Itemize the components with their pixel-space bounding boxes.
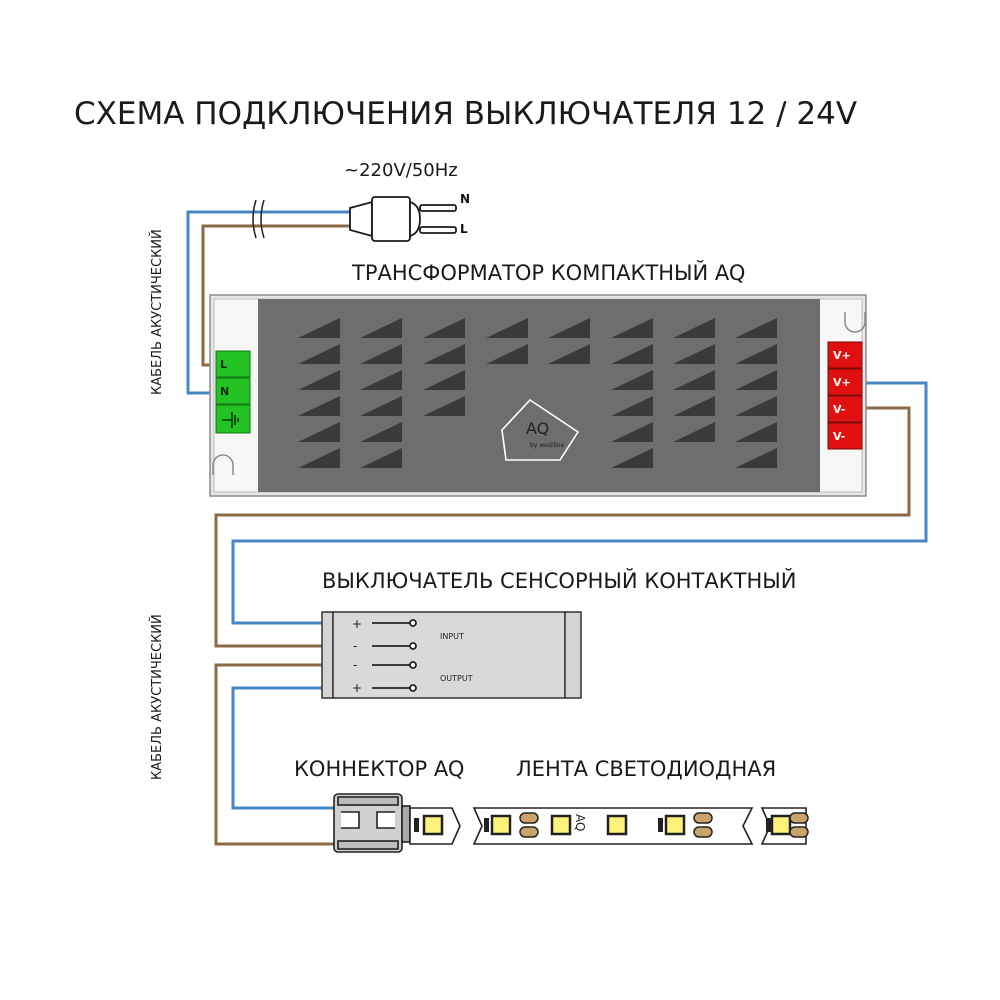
solder-pad bbox=[658, 818, 663, 832]
vent-slot bbox=[735, 422, 777, 442]
mount-notch-left bbox=[212, 454, 234, 475]
vent-slot bbox=[735, 318, 777, 338]
output-terminal-block bbox=[827, 341, 863, 450]
vent-slot bbox=[360, 344, 402, 364]
power-plug bbox=[349, 196, 457, 242]
vent-slot bbox=[735, 396, 777, 416]
vent-slot bbox=[611, 422, 653, 442]
vent-slot bbox=[611, 344, 653, 364]
vent-slot bbox=[673, 370, 715, 390]
resistor bbox=[519, 812, 539, 824]
vent-slot bbox=[423, 396, 465, 416]
vent-slot bbox=[735, 370, 777, 390]
switch-title: ВЫКЛЮЧАТЕЛЬ СЕНСОРНЫЙ КОНТАКТНЫЙ bbox=[322, 568, 797, 593]
solder-pad bbox=[766, 818, 771, 832]
transformer-body bbox=[258, 299, 820, 492]
vent-slot bbox=[611, 396, 653, 416]
touch-switch bbox=[321, 611, 582, 699]
led-chip bbox=[606, 814, 628, 836]
terminal-vminus-2: V- bbox=[833, 430, 845, 443]
resistor bbox=[693, 812, 713, 824]
solder-pad bbox=[414, 818, 419, 832]
resistor bbox=[693, 826, 713, 838]
vent-slot bbox=[548, 318, 590, 338]
vent-slot bbox=[298, 370, 340, 390]
led-chip bbox=[550, 814, 572, 836]
terminal-vminus-1: V- bbox=[833, 403, 845, 416]
wire-mains-n bbox=[186, 210, 352, 395]
led-chip bbox=[422, 814, 444, 836]
vent-slot bbox=[673, 344, 715, 364]
resistor bbox=[789, 812, 809, 824]
terminal-vplus-2: V+ bbox=[833, 376, 851, 389]
vent-slot bbox=[735, 344, 777, 364]
terminal-n: N bbox=[220, 385, 229, 398]
led-chip bbox=[770, 814, 792, 836]
plug-pin-l-label: L bbox=[460, 222, 468, 236]
switch-input-label: INPUT bbox=[440, 632, 464, 641]
aq-logo-text: AQ bbox=[526, 419, 549, 438]
input-terminal-block bbox=[215, 350, 251, 434]
cable-label-top: КАБЕЛЬ АКУСТИЧЕСКИЙ bbox=[149, 229, 165, 395]
vent-slot bbox=[673, 422, 715, 442]
aq-logo-subtext: by westline bbox=[530, 442, 564, 449]
connector-title: КОННЕКТОР AQ bbox=[294, 757, 464, 781]
transformer-title: ТРАНСФОРМАТОР КОМПАКТНЫЙ AQ bbox=[351, 260, 745, 285]
diagram-title: СХЕМА ПОДКЛЮЧЕНИЯ ВЫКЛЮЧАТЕЛЯ 12 / 24V bbox=[74, 96, 857, 132]
led-chip bbox=[664, 814, 686, 836]
vent-slot bbox=[486, 318, 528, 338]
strip-title: ЛЕНТА СВЕТОДИОДНАЯ bbox=[516, 757, 776, 781]
cable-label-bottom: КАБЕЛЬ АКУСТИЧЕСКИЙ bbox=[149, 614, 165, 780]
vent-slot bbox=[298, 448, 340, 468]
vent-slot bbox=[423, 318, 465, 338]
plug-pin-n-label: N bbox=[460, 192, 470, 206]
vent-slot bbox=[673, 318, 715, 338]
strip-components bbox=[414, 812, 809, 838]
connector-aq bbox=[333, 793, 411, 853]
vent-slot bbox=[298, 422, 340, 442]
solder-pad bbox=[484, 818, 489, 832]
resistor bbox=[519, 826, 539, 838]
vent-slot bbox=[548, 344, 590, 364]
wire-vminus bbox=[214, 406, 911, 648]
led-chip bbox=[490, 814, 512, 836]
wire-out-plus bbox=[231, 686, 334, 810]
switch-sign-output-plus: + bbox=[352, 681, 362, 695]
switch-output-label: OUTPUT bbox=[440, 674, 473, 683]
terminal-l: L bbox=[220, 358, 227, 371]
transformer: AQ by westline L N V+ V+ V- V- bbox=[209, 294, 867, 497]
vent-pattern bbox=[298, 318, 777, 468]
vent-slot bbox=[360, 396, 402, 416]
vent-slot bbox=[298, 318, 340, 338]
aq-logo-icon bbox=[501, 398, 580, 461]
vent-slot bbox=[673, 396, 715, 416]
vent-slot bbox=[360, 370, 402, 390]
vent-slot bbox=[735, 448, 777, 468]
mount-notch-right bbox=[844, 312, 866, 333]
resistor bbox=[789, 826, 809, 838]
vent-slot bbox=[298, 396, 340, 416]
wire-vplus bbox=[231, 381, 928, 625]
vent-slot bbox=[360, 318, 402, 338]
vent-slot bbox=[611, 448, 653, 468]
vent-slot bbox=[423, 370, 465, 390]
vent-slot bbox=[360, 448, 402, 468]
wire-out-minus bbox=[214, 663, 334, 846]
switch-sign-input-minus: - bbox=[353, 639, 357, 653]
vent-slot bbox=[611, 318, 653, 338]
ground-icon bbox=[222, 412, 239, 428]
strip-logo-text: AQ bbox=[573, 814, 587, 831]
mains-voltage-label: ~220V/50Hz bbox=[344, 160, 458, 181]
switch-sign-input-plus: + bbox=[352, 617, 362, 631]
vent-slot bbox=[423, 344, 465, 364]
switch-sign-output-minus: - bbox=[353, 658, 357, 672]
cable-break-marks bbox=[252, 199, 265, 239]
vent-slot bbox=[360, 422, 402, 442]
vent-slot bbox=[486, 344, 528, 364]
wires bbox=[186, 210, 928, 846]
terminal-vplus-1: V+ bbox=[833, 349, 851, 362]
vent-slot bbox=[298, 344, 340, 364]
vent-slot bbox=[611, 370, 653, 390]
